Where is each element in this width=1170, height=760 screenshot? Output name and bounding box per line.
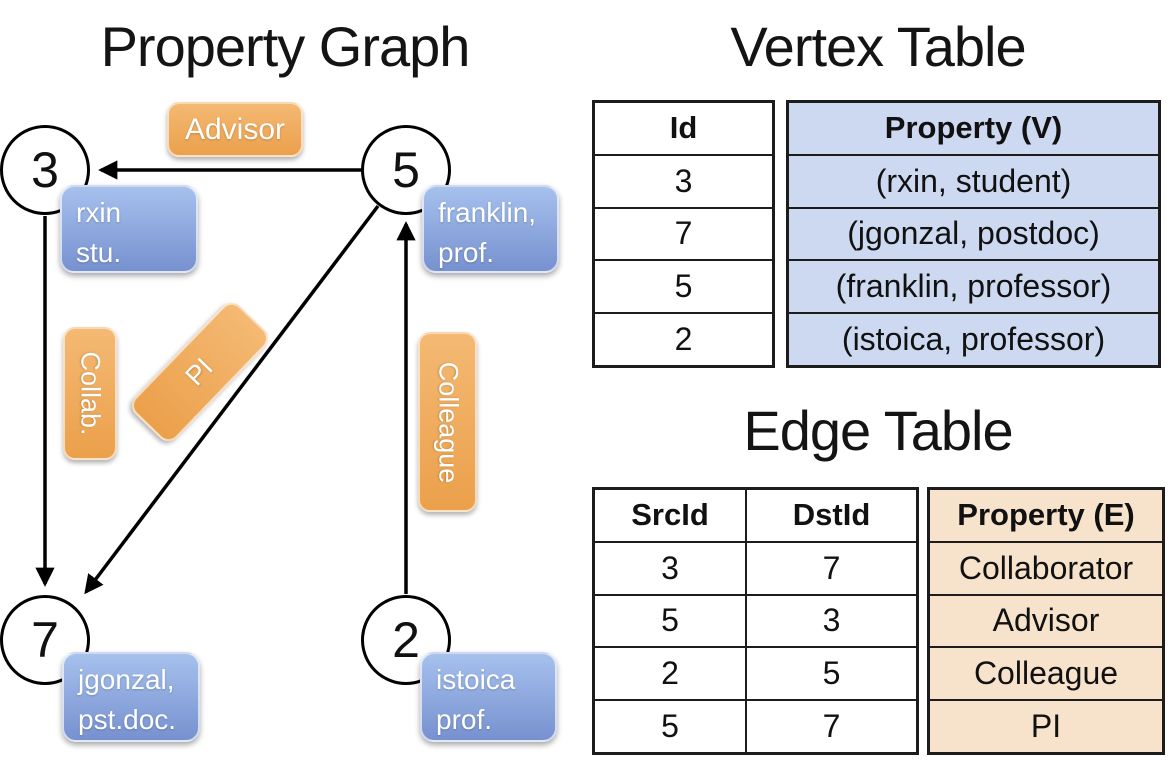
edge-table-ids-row: 5 3 — [595, 593, 916, 647]
edge-table-srcid-cell: 5 — [595, 701, 747, 752]
vertex-property-box-jgonzal-line1: jgonzal, — [78, 664, 175, 695]
edge-table-property-header: Property (E) — [930, 490, 1162, 541]
vertex-property-box-istoica-line2: prof. — [436, 704, 493, 735]
edge-table-ids-row: 2 5 — [595, 646, 916, 700]
vertex-table-property-column: Property (V) (rxin, student) (jgonzal, p… — [786, 100, 1161, 368]
edge-table-dstid-cell: 5 — [822, 655, 841, 692]
vertex-table-property-header: Property (V) — [789, 103, 1158, 154]
vertex-table-property-cell: (istoica, professor) — [789, 312, 1158, 365]
edge-table-ids-row: 3 7 — [595, 540, 916, 594]
edge-table-property-column: Property (E) Collaborator Advisor Collea… — [927, 487, 1165, 755]
vertex-table-id-header: Id — [669, 110, 698, 146]
edge-table-srcid-header: SrcId — [595, 490, 747, 541]
edge-table-ids-header-row: SrcId DstId — [595, 490, 916, 541]
edge-label-colleague: Colleague — [418, 332, 477, 512]
vertex-property-box-istoica: istoica prof. — [420, 652, 557, 742]
edge-table-ids-columns: SrcId DstId 3 7 5 3 2 5 5 7 — [592, 487, 919, 755]
vertex-property-box-jgonzal: jgonzal, pst.doc. — [62, 652, 200, 742]
edge-table-property-cell: Colleague — [930, 646, 1162, 700]
vertex-property-box-jgonzal-line2: pst.doc. — [78, 704, 177, 735]
vertex-property-box-rxin: rxin stu. — [60, 185, 198, 273]
vertex-table-property-cell: (rxin, student) — [789, 153, 1158, 207]
vertex-property-box-rxin-line2: stu. — [76, 237, 122, 268]
vertex-property-box-rxin-line1: rxin — [76, 197, 122, 228]
vertex-node-7-id: 7 — [31, 612, 59, 668]
edge-table-title: Edge Table — [743, 399, 1013, 462]
edge-table: SrcId DstId 3 7 5 3 2 5 5 7 Property (E)… — [592, 487, 1165, 755]
property-graph-title: Property Graph — [100, 15, 471, 78]
edge-table-srcid-cell: 5 — [595, 595, 747, 647]
edge-label-pi: PI — [127, 297, 273, 447]
vertex-table-id-cell: 5 — [595, 259, 772, 312]
edge-label-collab: Collab. — [63, 327, 117, 460]
edge-table-srcid-cell: 2 — [595, 648, 747, 700]
edge-label-advisor: Advisor — [167, 102, 303, 157]
edge-table-property-cell: Collaborator — [930, 540, 1162, 594]
vertex-table-id-cell: 7 — [595, 206, 772, 260]
edge-label-collab-text: Collab. — [75, 351, 106, 436]
edge-table-srcid-cell: 3 — [595, 542, 747, 594]
vertex-node-3-id: 3 — [31, 142, 59, 198]
edge-label-advisor-text: Advisor — [184, 112, 286, 146]
vertex-property-box-franklin: franklin, prof. — [422, 185, 559, 273]
vertex-table-id-column: Id 3 7 5 2 — [592, 100, 775, 368]
edge-label-pi-text: PI — [179, 352, 220, 392]
edge-table-property-cell: Advisor — [930, 593, 1162, 647]
vertex-node-2-id: 2 — [392, 612, 420, 668]
vertex-table-id-cell: 3 — [595, 153, 772, 207]
vertex-node-5: 5 — [361, 125, 451, 215]
vertex-table-property-cell: (franklin, professor) — [789, 259, 1158, 313]
vertex-table-id-cell: 2 — [595, 312, 772, 365]
edge-table-dstid-cell: 3 — [822, 602, 841, 639]
edge-table-dstid-header: DstId — [792, 497, 871, 533]
vertex-node-5-id: 5 — [392, 142, 420, 198]
vertex-property-box-istoica-line1: istoica — [436, 664, 516, 695]
edge-table-ids-row: 5 7 — [595, 699, 916, 752]
edge-table-dstid-cell: 7 — [822, 708, 841, 745]
vertex-table-title: Vertex Table — [730, 15, 1026, 78]
vertex-property-box-franklin-line1: franklin, — [438, 197, 537, 228]
edge-label-colleague-text: Colleague — [433, 361, 463, 483]
vertex-table: Id 3 7 5 2 Property (V) (rxin, student) … — [592, 100, 1161, 368]
vertex-node-3: 3 — [0, 125, 90, 215]
vertex-property-box-franklin-line2: prof. — [438, 237, 495, 268]
edge-table-dstid-cell: 7 — [822, 549, 841, 586]
vertex-table-property-cell: (jgonzal, postdoc) — [789, 206, 1158, 260]
edge-table-property-cell: PI — [930, 699, 1162, 752]
